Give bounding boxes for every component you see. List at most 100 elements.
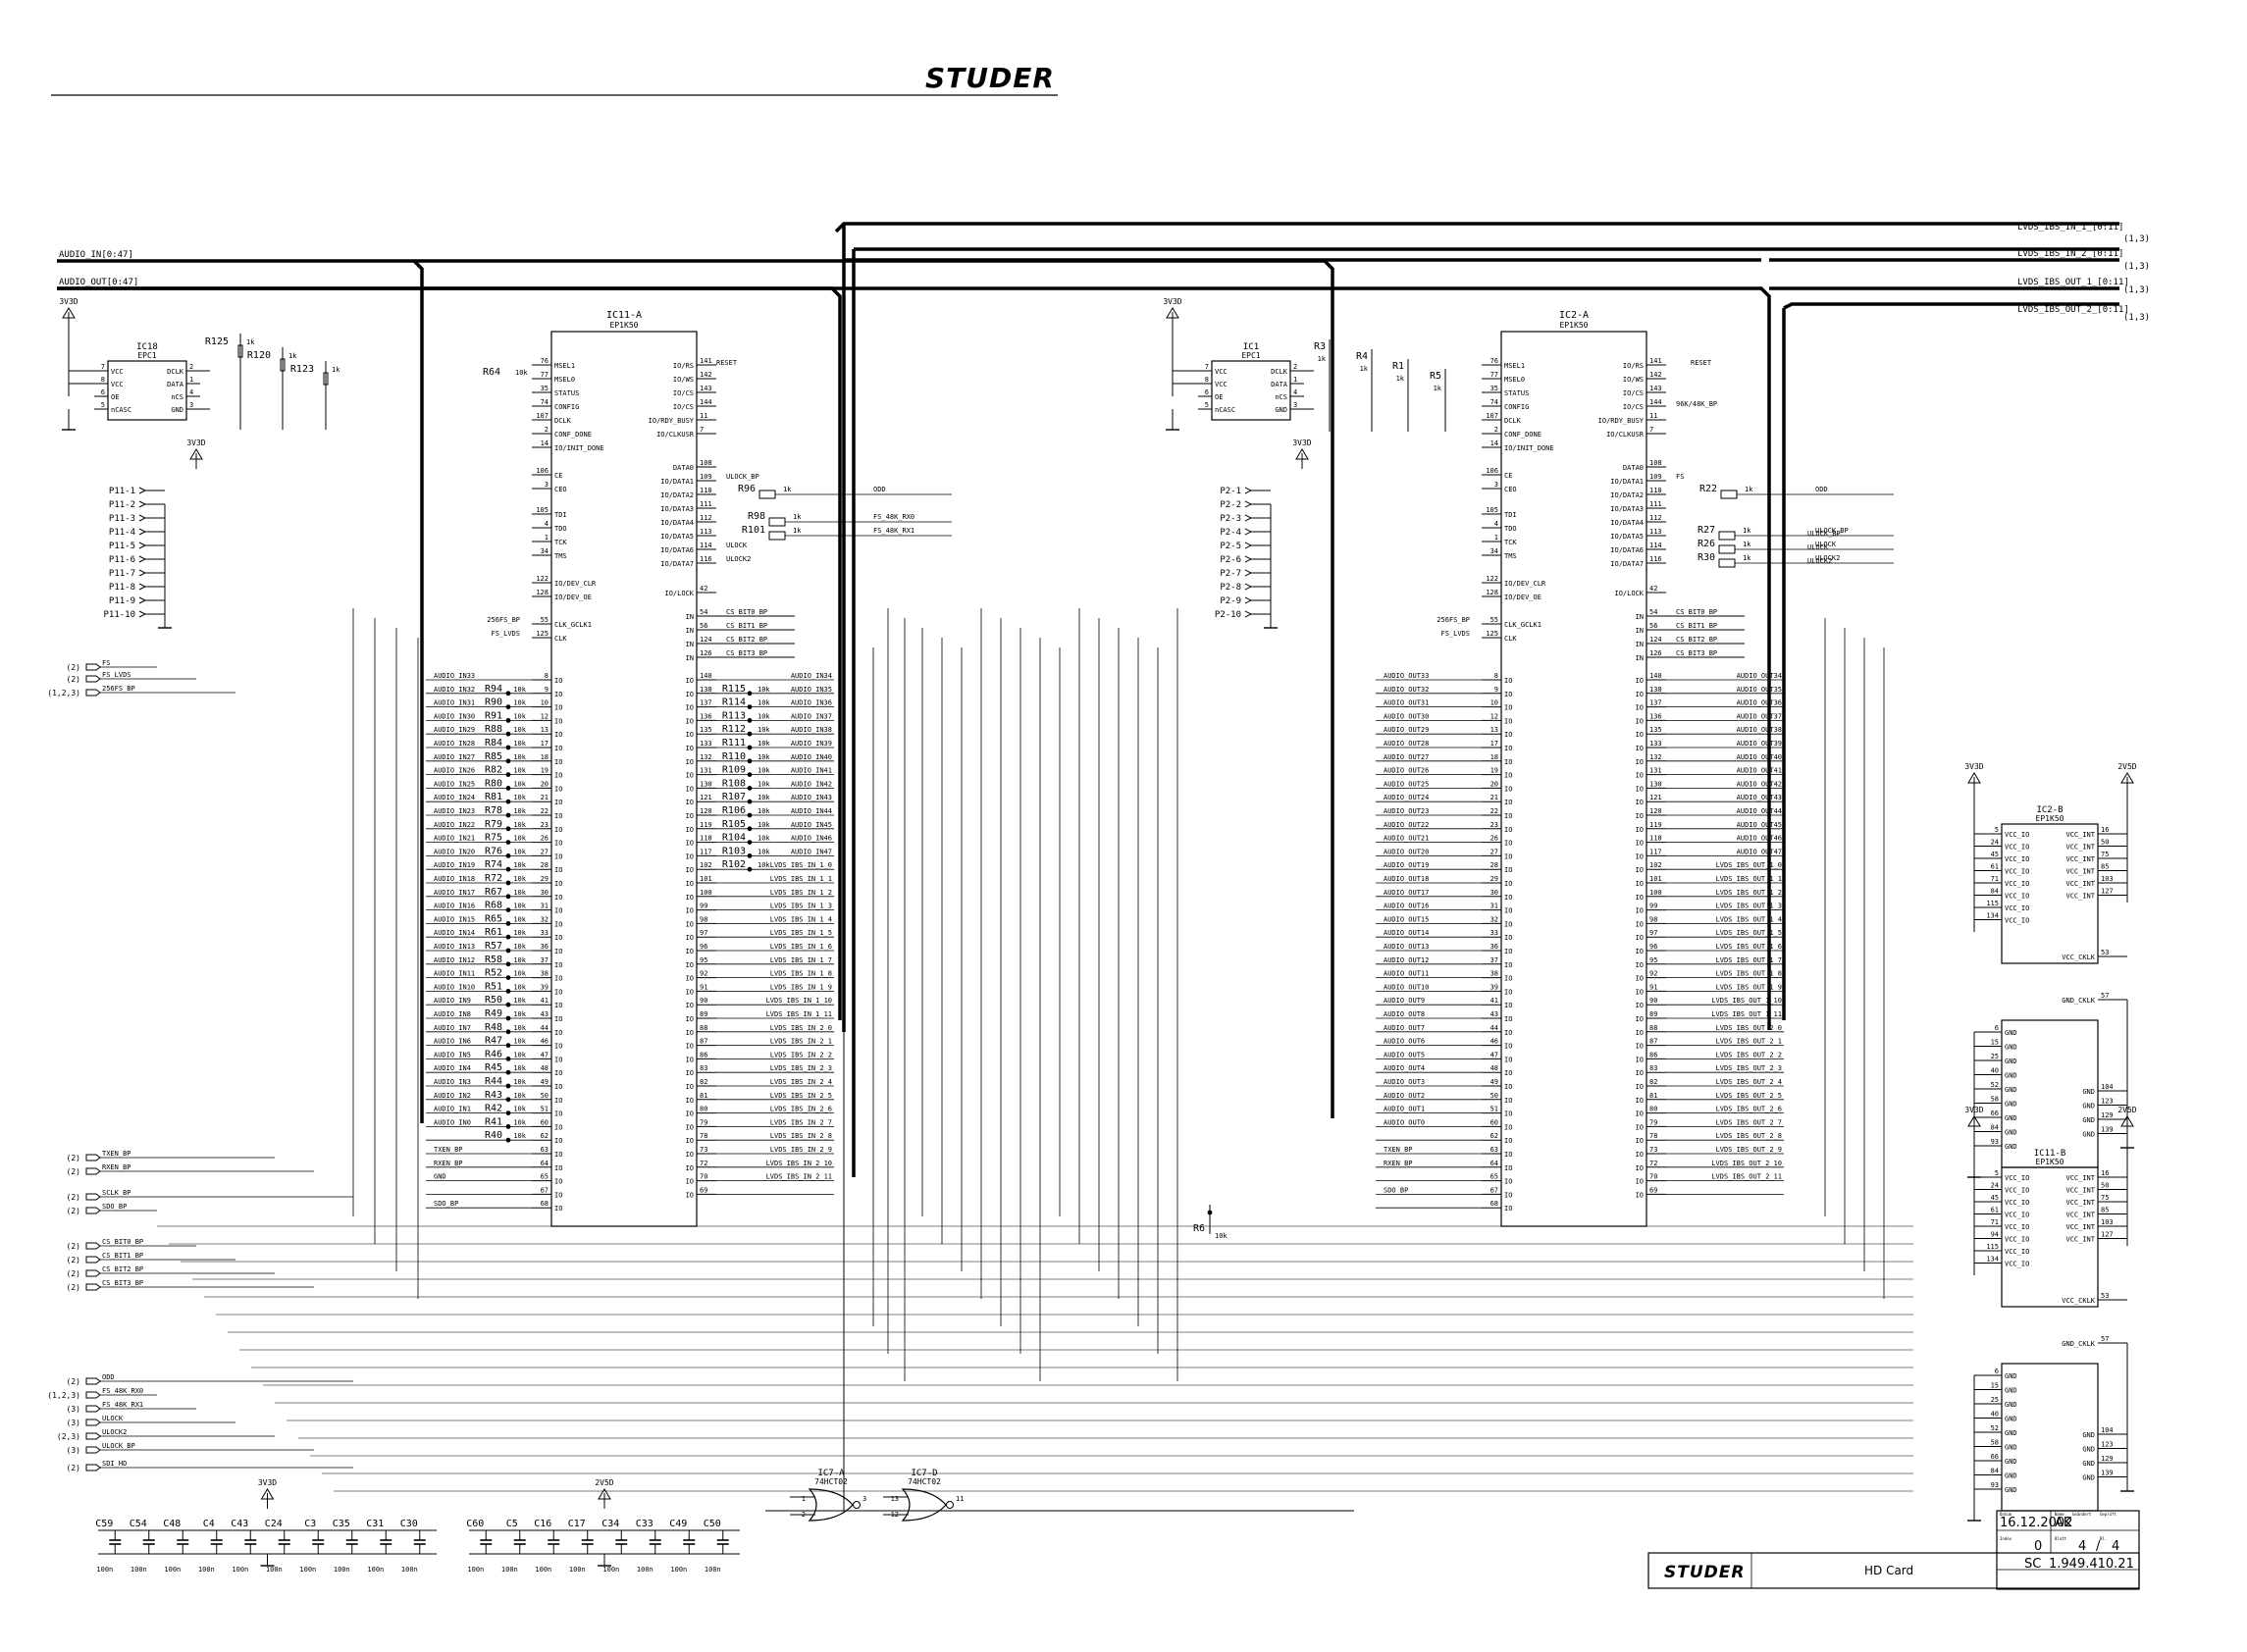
ic11a-cfg-name: MSEL1 xyxy=(554,362,575,370)
pp-grname: GND xyxy=(2082,1131,2095,1139)
ic2a-rio-pin: 119 xyxy=(1649,821,1662,829)
ic11a-rt-name: IO/RS xyxy=(673,362,694,370)
ic11a-lio-net: AUDIO_IN5 xyxy=(434,1051,471,1058)
ic2a-rio-label: IO xyxy=(1636,907,1644,915)
ic2a-lio-pin: 9 xyxy=(1494,686,1498,694)
ic2a-rio-net: LVDS_IBS_OUT_1_5 xyxy=(1716,929,1782,937)
ic11a-lio-net: AUDIO_IN33 xyxy=(434,672,475,680)
ic2a-rt-pin: 144 xyxy=(1649,398,1662,406)
ic11a-lio-label: IO xyxy=(554,852,562,860)
ic2a-nets: 256FS_BPFS_LVDSRESET96K/48K_BPFSULOCK_BP… xyxy=(1437,359,1840,638)
ic2a-lio-pin: 50 xyxy=(1490,1092,1498,1100)
ic2a-lio-pin: 29 xyxy=(1490,875,1498,883)
ic2a-lio-pin: 38 xyxy=(1490,970,1498,978)
conn-rail: 3V3D xyxy=(1292,439,1311,447)
ic11a-lio-label: IO xyxy=(554,840,562,848)
pp-lpin: 94 xyxy=(1991,1231,1999,1239)
ic11a-lio-label: IO xyxy=(554,1151,562,1159)
ic11a-rio-net: AUDIO_IN34 xyxy=(791,672,832,680)
caps-rail: 3V3D xyxy=(258,1478,277,1487)
epc-rnum: 1 xyxy=(189,376,193,384)
ic11a-rio-net: LVDS_IBS_IN_1_7 xyxy=(770,956,832,964)
ic11a-lio-net: AUDIO_IN32 xyxy=(434,686,475,694)
header: STUDER xyxy=(51,62,1058,96)
ic11a-rio-label: IO xyxy=(686,772,694,780)
ic11a-lio-net: AUDIO_IN16 xyxy=(434,903,475,910)
ic11a-rio-net: LVDS_IBS_IN_1_3 xyxy=(770,903,832,910)
ic2a-lio-net: AUDIO_OUT4 xyxy=(1384,1064,1425,1072)
ic2a-lio-label: IO xyxy=(1504,691,1512,698)
ic2a-rio-net: LVDS_IBS_OUT_1_11 xyxy=(1711,1010,1782,1018)
ic11a-rio-label: IO xyxy=(686,840,694,848)
ic2a-rio-net: LVDS_IBS_OUT_2_0 xyxy=(1716,1024,1782,1032)
pullup-val: 10k xyxy=(515,369,528,377)
ic11a-rio-net: AUDIO_IN44 xyxy=(791,807,832,815)
pp-rname: VCC_INT xyxy=(2065,1236,2095,1244)
ic11a-rio-net: AUDIO_IN36 xyxy=(791,699,832,707)
ic2a-lio-net: AUDIO_OUT7 xyxy=(1384,1024,1425,1032)
ic2a-lio-label: IO xyxy=(1504,785,1512,793)
ic11a-lio-res: R44 xyxy=(485,1076,502,1087)
pp-glpin: 52 xyxy=(1991,1081,1999,1089)
ic2a-lio-label: IO xyxy=(1504,948,1512,955)
ic11a-cfg-name: TDO xyxy=(554,525,567,533)
ic2a-lio-pin: 47 xyxy=(1490,1051,1498,1058)
ic2a-in-label: IN xyxy=(1636,613,1644,621)
ic11a-cfg-name: CONF_DONE xyxy=(554,431,592,439)
ic11a-rio-label: IO xyxy=(686,961,694,969)
ic11a-lio-pin: 23 xyxy=(541,821,549,829)
ic11a-lio-net: AUDIO_IN12 xyxy=(434,956,475,964)
pp-grpin: 139 xyxy=(2101,1470,2114,1477)
ic11a-in-label: IN xyxy=(686,641,694,648)
ic2a-rio-pin: 138 xyxy=(1649,686,1662,694)
pp-glpin: 6 xyxy=(1995,1368,1999,1375)
ic11a-lio-res: R45 xyxy=(485,1062,502,1073)
ic11a-lio-pin: 31 xyxy=(541,903,549,910)
pp-lname: VCC_IO xyxy=(2005,855,2029,863)
pp-cpin: 57 xyxy=(2101,1335,2109,1343)
connector-pin: P2-2 xyxy=(1220,500,1241,510)
ic11a-rio-net: LVDS_IBS_IN_2_10 xyxy=(766,1160,832,1167)
ic11a-rio-resval: 10k xyxy=(758,848,770,855)
ic2a-cfg-pin: 128 xyxy=(1486,589,1498,596)
ic2a-lio-label: IO xyxy=(1504,866,1512,874)
tb-sheet: 4 xyxy=(2078,1539,2086,1554)
ic2a-cfg-pin: 34 xyxy=(1490,547,1498,555)
ic2a-lio-net: SDO_BP xyxy=(1384,1186,1408,1194)
ic11a-rio-pin: 131 xyxy=(700,767,712,775)
ic2a-lio-net: AUDIO_OUT31 xyxy=(1384,699,1429,707)
ic2a-in-pin: 54 xyxy=(1649,608,1657,616)
ic11a-in-label: IN xyxy=(686,654,694,662)
ic2a-rio-pin: 101 xyxy=(1649,875,1662,883)
ic2a-rio-net: LVDS_IBS_OUT_1_10 xyxy=(1711,997,1782,1005)
pp-grpin: 129 xyxy=(2101,1111,2114,1119)
pp-rname: VCC_INT xyxy=(2065,1199,2095,1207)
ic11a-lio-res: R47 xyxy=(485,1036,502,1047)
ic2a-rio-label: IO xyxy=(1636,1191,1644,1199)
ic2a-rio-label: IO xyxy=(1636,948,1644,955)
ic2a-lio-pin: 32 xyxy=(1490,915,1498,923)
ic2a-rio-pin: 136 xyxy=(1649,712,1662,720)
ic2a-in-pin: 124 xyxy=(1649,636,1662,644)
pp-rname: VCC_INT xyxy=(2065,831,2095,839)
ic11a-rt-name: IO/DATA3 xyxy=(660,505,694,513)
ic11a-rio-net: LVDS_IBS_IN_2_11 xyxy=(766,1173,832,1181)
signal-xref: (3) xyxy=(67,1419,80,1427)
connector-p2: 3V3DP2-1P2-2P2-3P2-4P2-5P2-6P2-7P2-8P2-9… xyxy=(1215,439,1312,629)
tb-small-4: Index xyxy=(2000,1536,2012,1541)
ic2a-rio-net: AUDIO_OUT40 xyxy=(1737,753,1782,761)
ic11a-rio-res: R108 xyxy=(722,778,746,789)
ic2a-cfg-name: CEO xyxy=(1504,486,1517,493)
ic2a-rt-name: IO/DATA4 xyxy=(1610,519,1644,527)
ic11a-rio-resval: 10k xyxy=(758,807,770,815)
ic11a-lio-pin: 49 xyxy=(541,1078,549,1086)
ic11a-rio-label: IO xyxy=(686,677,694,685)
ic2a-in-pin: 126 xyxy=(1649,649,1662,657)
pp-glname: GND xyxy=(2005,1472,2017,1480)
ic2a-rio-net: LVDS_IBS_OUT_2_2 xyxy=(1716,1051,1782,1058)
ic11a-rio-label: IO xyxy=(686,1069,694,1077)
pp-lpin: 45 xyxy=(1991,851,1999,858)
ic2a-lio-net: AUDIO_OUT22 xyxy=(1384,821,1429,829)
ic11a-lio-resval: 10k xyxy=(513,889,526,897)
